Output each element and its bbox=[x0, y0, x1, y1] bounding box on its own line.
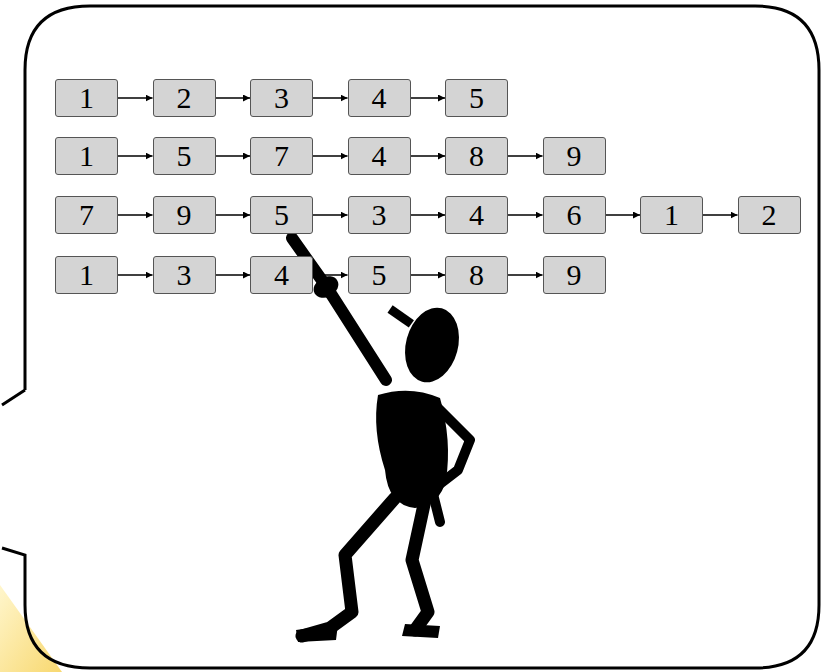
link-arrow bbox=[118, 97, 153, 99]
list-node: 2 bbox=[738, 196, 801, 234]
node-value: 5 bbox=[177, 141, 192, 171]
list-node: 1 bbox=[55, 79, 118, 117]
list-node: 9 bbox=[543, 137, 606, 175]
link-arrow bbox=[508, 214, 543, 216]
link-arrow bbox=[313, 274, 348, 276]
list-node: 8 bbox=[445, 256, 508, 294]
link-arrow bbox=[606, 214, 641, 216]
list-node: 8 bbox=[445, 137, 508, 175]
node-value: 5 bbox=[372, 260, 387, 290]
node-value: 1 bbox=[79, 260, 94, 290]
list-node: 4 bbox=[445, 196, 508, 234]
node-value: 8 bbox=[469, 260, 484, 290]
speech-bubble bbox=[2, 6, 819, 668]
link-arrow bbox=[216, 97, 251, 99]
node-value: 1 bbox=[79, 141, 94, 171]
node-value: 7 bbox=[274, 141, 289, 171]
node-value: 9 bbox=[567, 141, 582, 171]
node-value: 3 bbox=[274, 83, 289, 113]
list-node: 6 bbox=[543, 196, 606, 234]
node-value: 8 bbox=[469, 141, 484, 171]
link-arrow bbox=[313, 214, 348, 216]
list-node: 9 bbox=[543, 256, 606, 294]
pointing-figure bbox=[292, 238, 470, 642]
link-arrow bbox=[508, 274, 543, 276]
list-node: 5 bbox=[250, 196, 313, 234]
link-arrow bbox=[216, 155, 251, 157]
node-value: 1 bbox=[79, 83, 94, 113]
list-node: 4 bbox=[250, 256, 313, 294]
node-value: 3 bbox=[177, 260, 192, 290]
node-value: 3 bbox=[372, 200, 387, 230]
node-value: 1 bbox=[664, 200, 679, 230]
link-arrow bbox=[216, 214, 251, 216]
list-node: 1 bbox=[55, 256, 118, 294]
list-node: 3 bbox=[153, 256, 216, 294]
link-arrow bbox=[216, 274, 251, 276]
list-node: 9 bbox=[153, 196, 216, 234]
link-arrow bbox=[313, 155, 348, 157]
node-value: 4 bbox=[469, 200, 484, 230]
list-node: 4 bbox=[348, 79, 411, 117]
node-value: 6 bbox=[567, 200, 582, 230]
link-arrow bbox=[411, 274, 446, 276]
list-node: 7 bbox=[55, 196, 118, 234]
node-value: 9 bbox=[567, 260, 582, 290]
link-arrow bbox=[118, 274, 153, 276]
link-arrow bbox=[118, 155, 153, 157]
node-value: 2 bbox=[177, 83, 192, 113]
list-node: 2 bbox=[153, 79, 216, 117]
list-node: 7 bbox=[250, 137, 313, 175]
node-value: 4 bbox=[372, 83, 387, 113]
link-arrow bbox=[411, 214, 446, 216]
link-arrow bbox=[703, 214, 738, 216]
node-value: 5 bbox=[274, 200, 289, 230]
link-arrow bbox=[118, 214, 153, 216]
list-node: 1 bbox=[55, 137, 118, 175]
list-node: 3 bbox=[348, 196, 411, 234]
link-arrow bbox=[313, 97, 348, 99]
link-arrow bbox=[508, 155, 543, 157]
link-arrow bbox=[411, 97, 446, 99]
node-value: 7 bbox=[79, 200, 94, 230]
list-node: 4 bbox=[348, 137, 411, 175]
link-arrow bbox=[411, 155, 446, 157]
list-node: 5 bbox=[348, 256, 411, 294]
list-node: 1 bbox=[640, 196, 703, 234]
node-value: 2 bbox=[762, 200, 777, 230]
list-node: 5 bbox=[153, 137, 216, 175]
node-value: 5 bbox=[469, 83, 484, 113]
node-value: 4 bbox=[372, 141, 387, 171]
list-node: 5 bbox=[445, 79, 508, 117]
node-value: 4 bbox=[274, 260, 289, 290]
node-value: 9 bbox=[177, 200, 192, 230]
list-node: 3 bbox=[250, 79, 313, 117]
